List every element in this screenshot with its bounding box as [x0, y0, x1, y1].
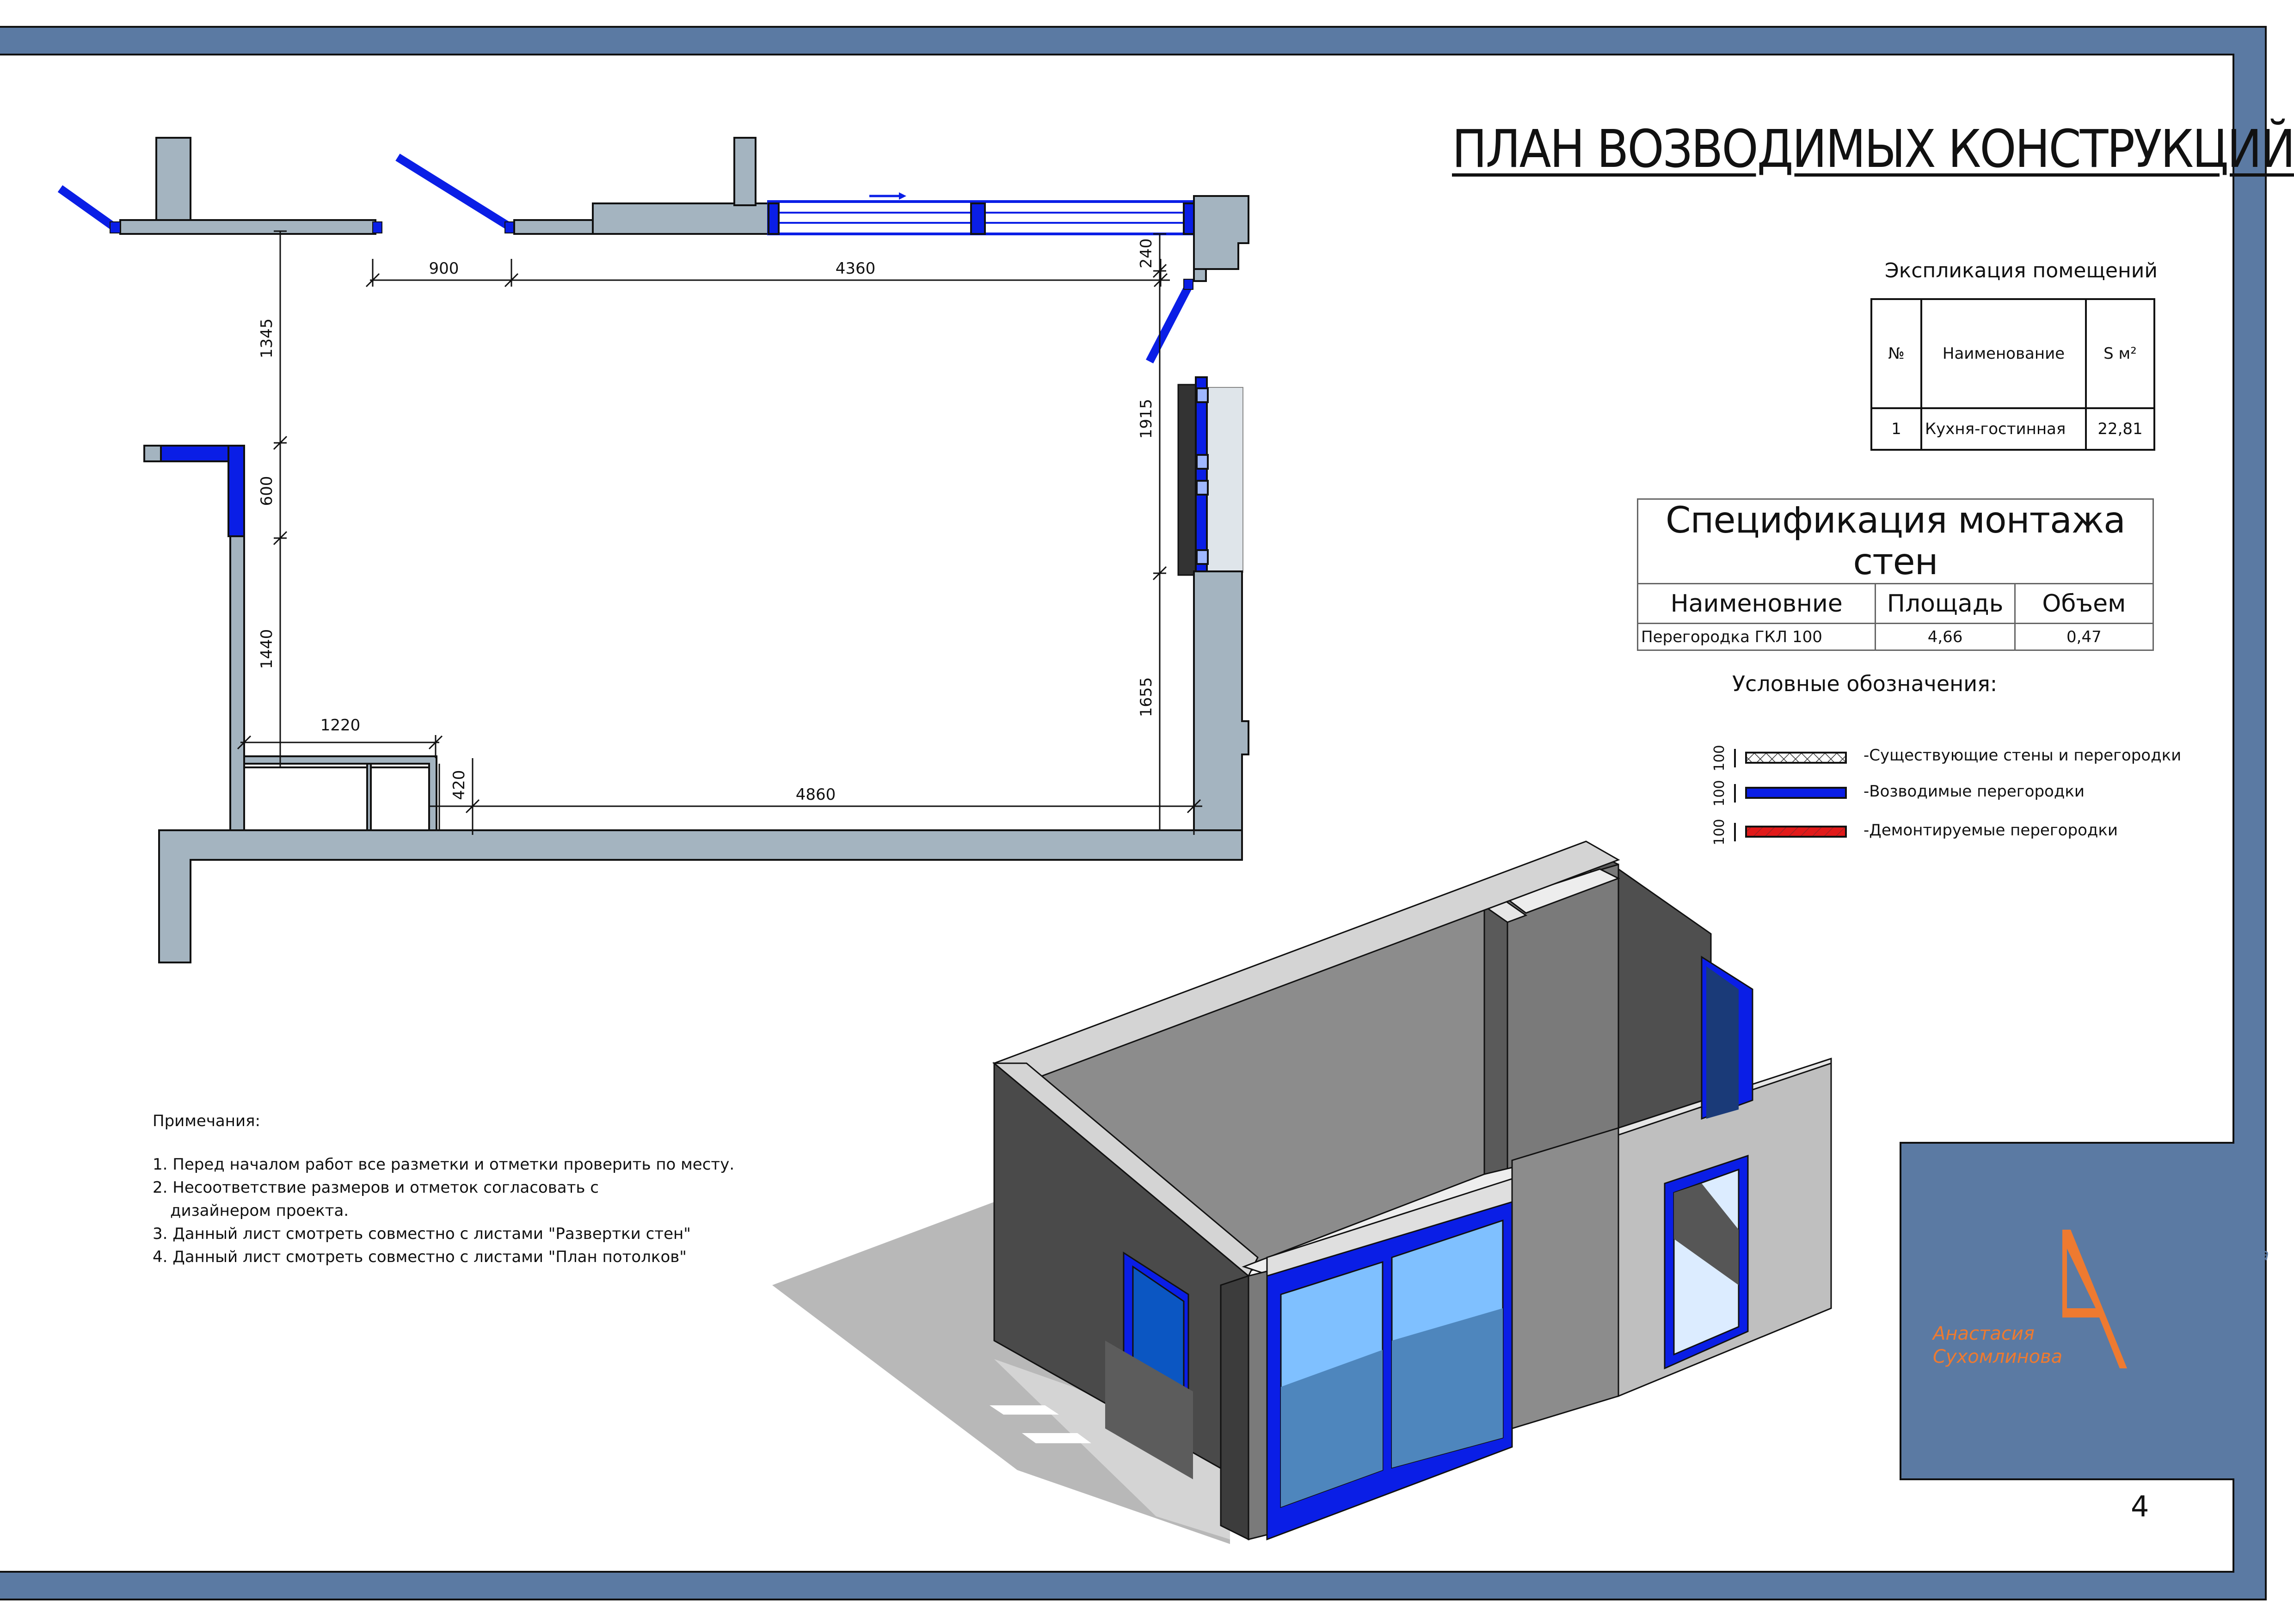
legend-dim-1: 100: [1711, 745, 1728, 771]
spec-table: Спецификация монтажа стен Наименовние Пл…: [1636, 498, 2154, 651]
dim-1345: 1345: [258, 319, 276, 359]
legend-dims: 100 100 100: [1711, 745, 1728, 845]
explication-title: Экспликация помещений: [1885, 259, 2158, 282]
col-name-header: Наименование: [1920, 298, 2087, 409]
page-number: 4: [2131, 1489, 2149, 1523]
dim-4360: 4360: [836, 259, 876, 278]
notes-title: Примечания:: [153, 1112, 260, 1130]
col-num-header: №: [1870, 298, 1922, 409]
dim-240: 240: [1137, 239, 1156, 269]
col-area-header: S м²: [2085, 298, 2155, 409]
spec-row-volume: 0,47: [2014, 623, 2154, 651]
isometric-view: [772, 840, 1832, 1544]
room-name: Кухня-гостинная: [1920, 407, 2087, 451]
wall-segment: [155, 137, 191, 222]
sheet-frame: [0, 26, 2267, 1600]
spec-row-name: Перегородка ГКЛ 100: [1636, 623, 1876, 651]
table-row: 1 Кухня-гостинная 22,81: [1870, 407, 2155, 451]
legend-label-existing: -Существующие стены и перегородки: [1863, 746, 2182, 765]
note-item: 2. Несоответствие размеров и отметок сог…: [153, 1178, 599, 1197]
table-header-row: Наименовние Площадь Объем: [1636, 583, 2154, 624]
note-item: 4. Данный лист смотреть совместно с лист…: [153, 1248, 687, 1266]
dim-420: 420: [450, 770, 468, 800]
dimension-labels: 900 4360 240 1345 600 1440 1915 1655 122…: [258, 239, 1156, 804]
spec-col-volume: Объем: [2014, 583, 2154, 624]
legend-label-new: -Возводимые перегородки: [1863, 782, 2085, 801]
logo-role-line2: интерьера: [2176, 1245, 2269, 1264]
explication-table: № Наименование S м² 1 Кухня-гостинная 22…: [1870, 298, 2155, 451]
door-leaf: [395, 153, 510, 229]
table-row: Перегородка ГКЛ 100 4,66 0,47: [1636, 623, 2154, 651]
designer-logo: [2025, 1211, 2183, 1387]
spec-col-name: Наименовние: [1636, 583, 1876, 624]
new-partition: [1195, 376, 1208, 577]
dimension-lines: [237, 230, 1202, 835]
spec-row-area: 4,66: [1875, 623, 2016, 651]
spec-title: Спецификация монтажа стен: [1637, 498, 2154, 584]
notes-block: Примечания: 1. Перед началом работ все р…: [153, 1109, 734, 1269]
note-item: 3. Данный лист смотреть совместно с лист…: [153, 1225, 691, 1243]
legend-dim-3: 100: [1711, 819, 1728, 845]
wall-segment: [119, 219, 376, 235]
logo-name-line1: Анастасия: [1933, 1323, 2035, 1344]
dim-4860: 4860: [796, 785, 836, 804]
door-leaf: [57, 185, 117, 231]
room-num: 1: [1870, 407, 1922, 451]
note-item: дизайнером проекта.: [170, 1201, 349, 1220]
dim-1220: 1220: [320, 716, 361, 735]
spec-col-area: Площадь: [1875, 583, 2016, 624]
logo-name-line2: Сухомлинова: [1933, 1346, 2063, 1367]
note-item: 1. Перед началом работ все разметки и от…: [153, 1155, 735, 1174]
dim-1655: 1655: [1137, 677, 1156, 717]
floor-plan: [57, 137, 1249, 963]
legend-dim-2: 100: [1711, 780, 1728, 806]
legend-swatches: [1734, 749, 1847, 841]
table-header-row: № Наименование S м²: [1870, 298, 2155, 409]
legend-label-demolished: -Демонтируемые перегородки: [1863, 821, 2118, 840]
dim-600: 600: [258, 476, 276, 506]
legend-title: Условные обозначения:: [1732, 671, 1998, 696]
logo-role-line1: Дизайнер: [2176, 1223, 2262, 1242]
dim-1915: 1915: [1137, 399, 1156, 439]
room-area: 22,81: [2085, 407, 2155, 451]
dim-1440: 1440: [258, 629, 276, 669]
page-title: ПЛАН ВОЗВОДИМЫХ КОНСТРУКЦИЙ: [1452, 119, 2294, 179]
dim-900: 900: [429, 259, 459, 278]
